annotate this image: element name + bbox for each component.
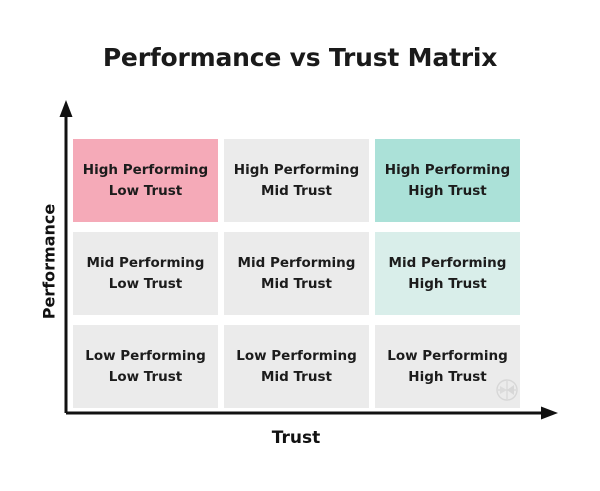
matrix-cell-line1: High Performing <box>233 161 360 178</box>
matrix-cell-line2: High Trust <box>408 368 487 385</box>
matrix-cell-line2: High Trust <box>408 182 487 199</box>
matrix-cell-line2: Low Trust <box>108 182 183 199</box>
matrix-cell-line2: Mid Trust <box>261 182 332 199</box>
matrix-cell-line1: Low Performing <box>85 347 206 364</box>
arrow-right-icon <box>541 406 558 420</box>
matrix-cell-line1: Low Performing <box>387 347 508 364</box>
matrix-cell-line2: Mid Trust <box>261 275 332 292</box>
matrix-cell-mid-performing-low-trust[interactable]: Mid Performing Low Trust <box>73 232 218 315</box>
matrix-cell-line2: Low Trust <box>108 368 183 385</box>
y-axis-label: Performance <box>39 203 59 320</box>
matrix-cell-line1: High Performing <box>384 161 511 178</box>
matrix-cell-low-performing-low-trust[interactable]: Low Performing Low Trust <box>73 325 218 408</box>
matrix-cell-mid-performing-high-trust[interactable]: Mid Performing High Trust <box>375 232 520 315</box>
matrix-cell-line2: Mid Trust <box>261 368 332 385</box>
matrix-cell-high-performing-mid-trust[interactable]: High Performing Mid Trust <box>224 139 369 222</box>
matrix-cell-high-performing-low-trust[interactable]: High Performing Low Trust <box>73 139 218 222</box>
matrix-grid: High Performing Low Trust High Performin… <box>73 139 521 408</box>
matrix-cell-low-performing-high-trust[interactable]: Low Performing High Trust <box>375 325 520 408</box>
matrix-cell-mid-performing-mid-trust[interactable]: Mid Performing Mid Trust <box>224 232 369 315</box>
arrow-up-icon <box>59 100 73 117</box>
x-axis-label: Trust <box>271 428 321 448</box>
matrix-cell-line1: Low Performing <box>236 347 357 364</box>
matrix-cell-line1: High Performing <box>82 161 209 178</box>
matrix-cell-low-performing-mid-trust[interactable]: Low Performing Mid Trust <box>224 325 369 408</box>
matrix-cell-line1: Mid Performing <box>388 254 507 271</box>
matrix-cell-line1: Mid Performing <box>237 254 356 271</box>
matrix-cell-high-performing-high-trust[interactable]: High Performing High Trust <box>375 139 520 222</box>
page-title: Performance vs Trust Matrix <box>102 43 498 72</box>
matrix-cell-line1: Mid Performing <box>86 254 205 271</box>
matrix-cell-line2: Low Trust <box>108 275 183 292</box>
matrix-cell-line2: High Trust <box>408 275 487 292</box>
